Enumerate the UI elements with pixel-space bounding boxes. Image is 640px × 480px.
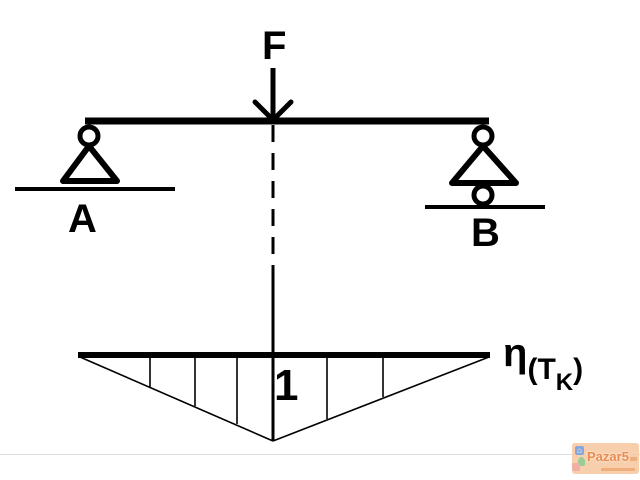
influence-function-label: η(TK) bbox=[503, 331, 583, 395]
force-arrow bbox=[252, 68, 294, 124]
hatch-lines bbox=[149, 358, 384, 424]
leaf-icon bbox=[578, 457, 585, 466]
support-b-label: B bbox=[471, 211, 500, 255]
house-icon: ⌂ bbox=[575, 446, 584, 455]
bag-icon bbox=[572, 463, 580, 471]
watermark-tagline-bar bbox=[601, 468, 635, 471]
watermark-tld-mark bbox=[629, 457, 637, 461]
watermark-text-block: Pazar5 bbox=[587, 446, 639, 471]
influence-line bbox=[78, 352, 490, 442]
watermark-icons: ⌂ bbox=[572, 443, 587, 474]
support-a-label: A bbox=[68, 197, 97, 241]
watermark-logo: ⌂ Pazar5 bbox=[572, 443, 639, 474]
roller-support-b bbox=[425, 124, 545, 209]
k-subscript: K bbox=[555, 369, 574, 396]
pin-support-a bbox=[15, 124, 175, 191]
watermark-brand: Pazar5 bbox=[587, 449, 629, 464]
paren-open: ( bbox=[527, 353, 538, 386]
t-symbol: T bbox=[537, 353, 556, 386]
paren-close: ) bbox=[573, 353, 584, 386]
eta-symbol: η bbox=[503, 331, 528, 375]
force-label: F bbox=[262, 24, 287, 68]
influence-peak-value: 1 bbox=[274, 361, 299, 410]
scan-edge-line bbox=[0, 454, 640, 455]
